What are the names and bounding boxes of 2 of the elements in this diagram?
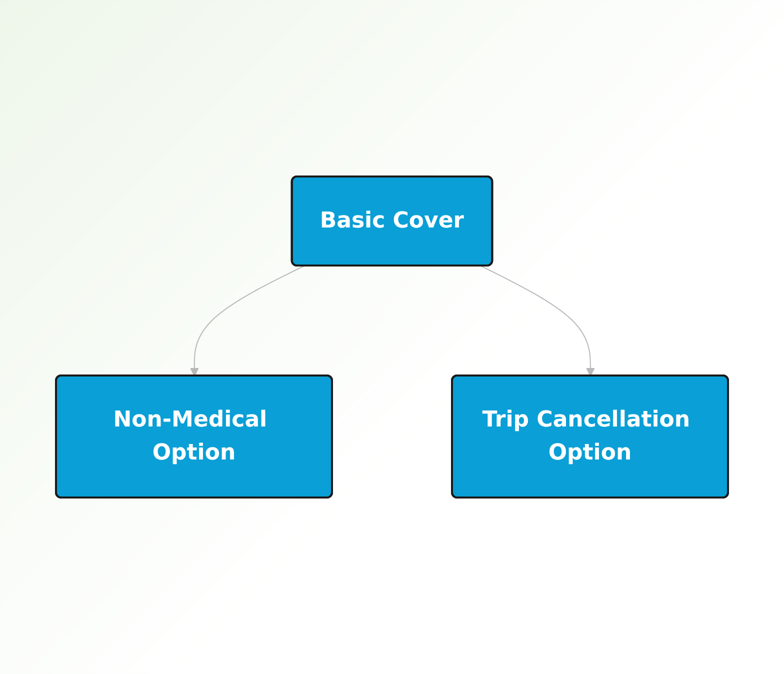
arrow xyxy=(480,266,595,376)
arrow xyxy=(190,266,304,376)
